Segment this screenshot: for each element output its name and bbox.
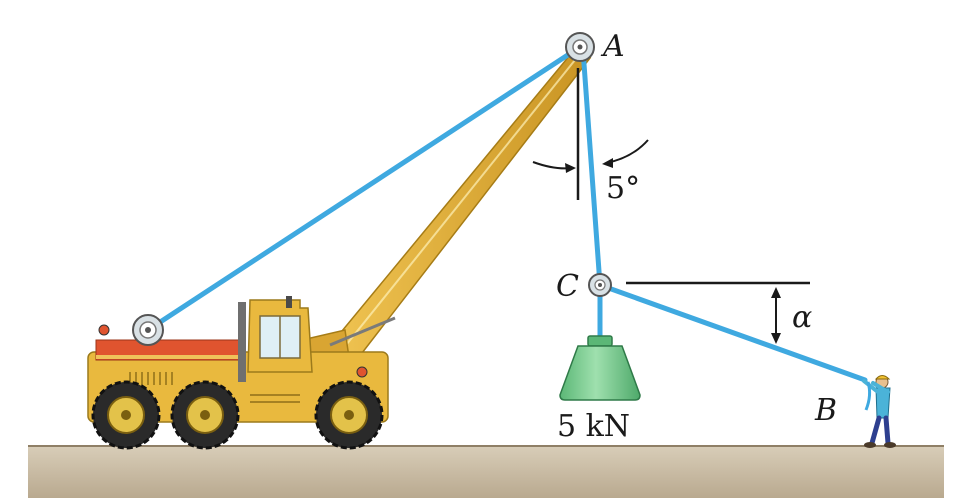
engine-grille <box>129 372 300 403</box>
pulley-icon <box>588 273 612 297</box>
wheel <box>170 380 240 450</box>
point-a-label: A <box>600 29 625 64</box>
arrowhead <box>602 158 613 168</box>
arrowhead <box>565 163 576 173</box>
warning-light <box>98 324 110 336</box>
arrowhead <box>771 333 781 344</box>
pulley-icon <box>565 32 595 62</box>
angle-5-degree-label: 5° <box>606 171 640 206</box>
hanging-weight-icon <box>559 335 641 401</box>
load-label: 5 kN <box>557 409 630 444</box>
worker-pulling-rope-icon <box>862 375 896 448</box>
crane-boom <box>301 54 592 383</box>
wheel <box>91 380 161 450</box>
boom-cable <box>145 44 583 333</box>
arrowhead <box>771 287 781 298</box>
alpha-label: α <box>792 300 812 335</box>
warning-light <box>356 366 368 378</box>
boom-strut <box>329 316 396 347</box>
point-c-label: C <box>556 269 579 304</box>
point-b-label: B <box>814 393 837 428</box>
rope-cb <box>597 282 868 383</box>
ground <box>28 446 944 498</box>
wheel <box>314 380 384 450</box>
pulley-icon <box>132 314 164 346</box>
rope-ac <box>580 47 603 288</box>
mobile-crane-icon <box>87 296 389 450</box>
